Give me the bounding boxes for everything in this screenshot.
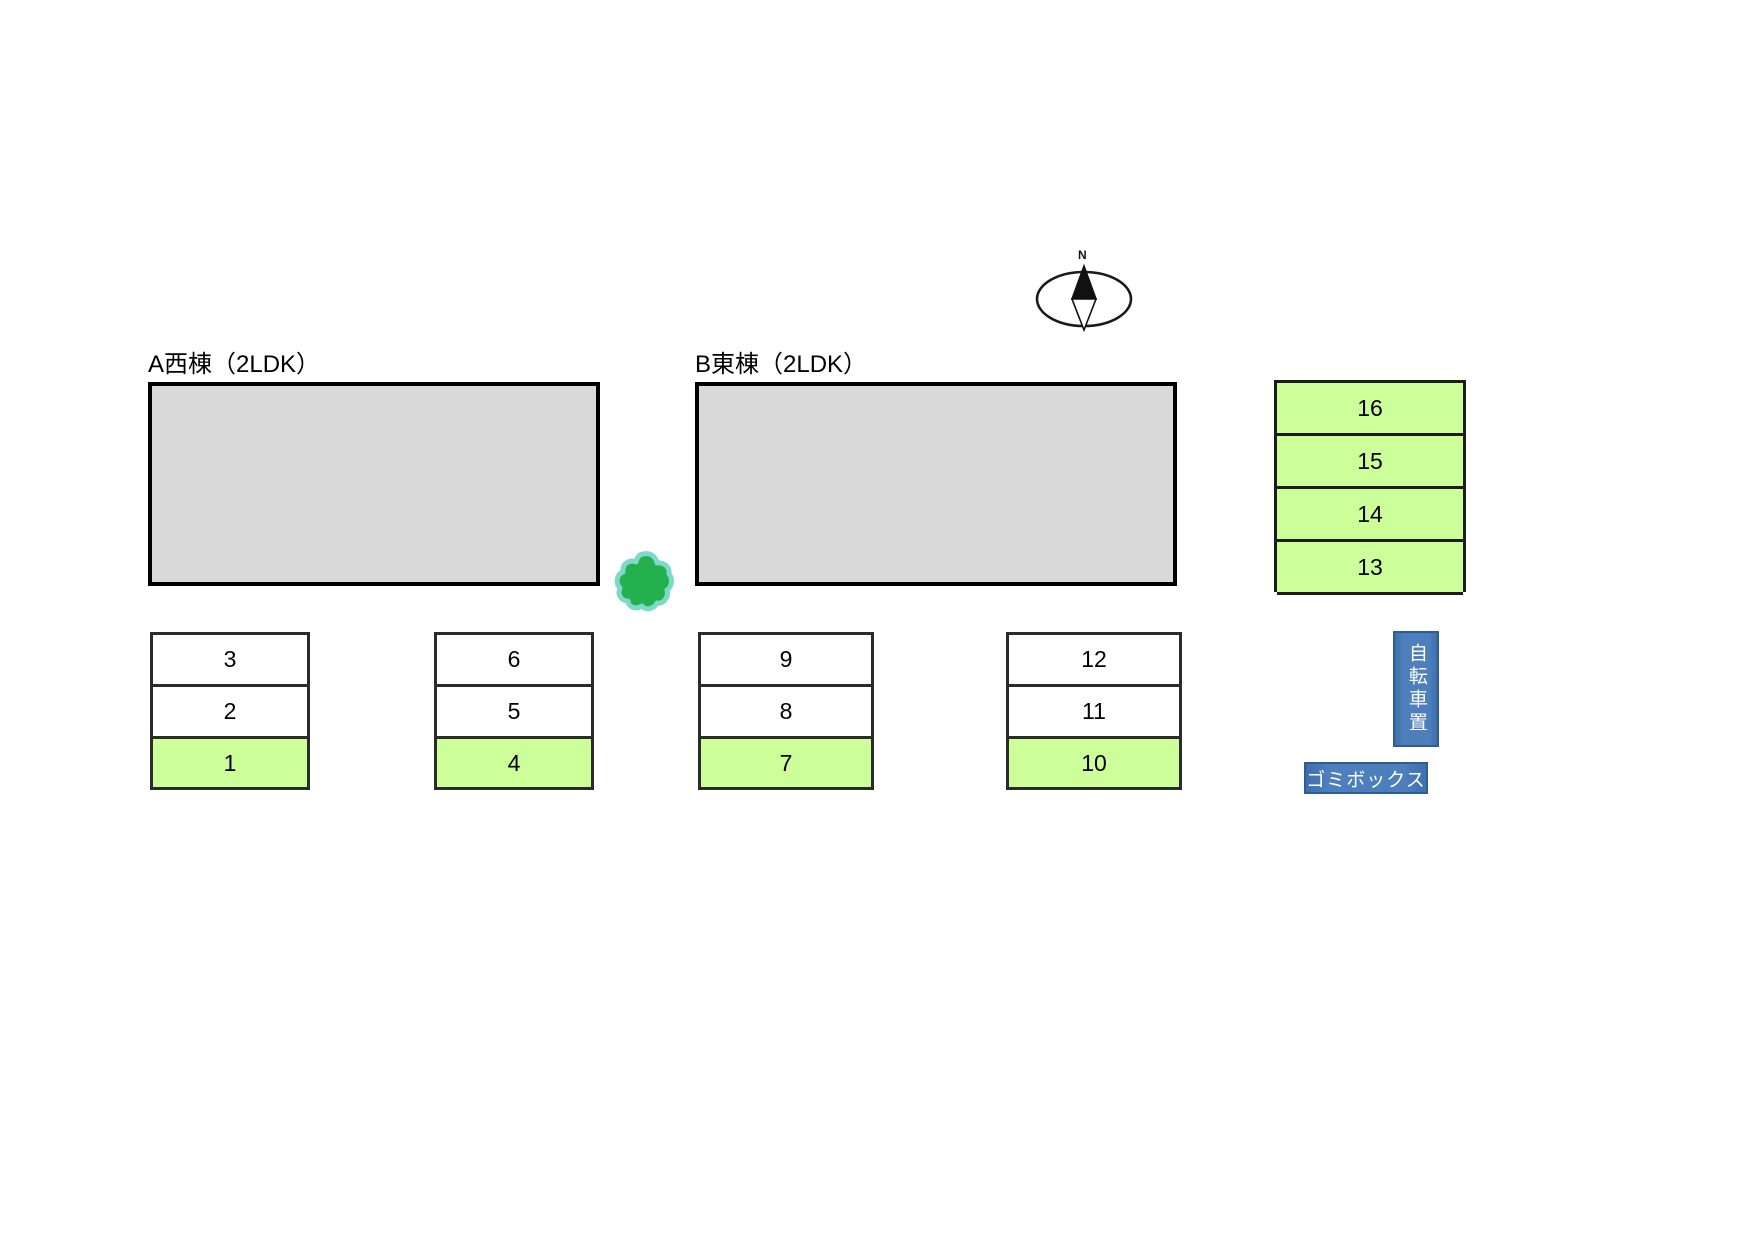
parking-stall-number: 2 <box>223 698 237 724</box>
compass-rose: N <box>1032 248 1136 334</box>
parking-stall-number: 1 <box>223 749 237 776</box>
parking-group-3-1: 3 2 1 <box>150 632 310 790</box>
parking-stall-3[interactable]: 3 <box>153 635 307 687</box>
parking-stall-1[interactable]: 1 <box>153 739 307 787</box>
parking-stall-number: 16 <box>1357 394 1383 421</box>
parking-stall-10[interactable]: 10 <box>1009 739 1179 787</box>
building-a-west <box>148 382 600 586</box>
parking-stall-7[interactable]: 7 <box>701 739 871 787</box>
shrub-shape <box>614 551 674 612</box>
parking-stall-9[interactable]: 9 <box>701 635 871 687</box>
parking-group-12-10: 12 11 10 <box>1006 632 1182 790</box>
parking-stall-number: 13 <box>1357 553 1383 580</box>
parking-stall-number: 12 <box>1081 646 1107 672</box>
parking-stall-number: 9 <box>779 646 793 672</box>
building-a-label: A西棟（2LDK） <box>148 351 321 378</box>
building-b-label: B東棟（2LDK） <box>695 351 868 378</box>
bicycle-parking-box[interactable]: 自転車置 <box>1393 631 1439 747</box>
parking-stall-16[interactable]: 16 <box>1277 383 1463 436</box>
parking-stall-number: 7 <box>779 749 793 776</box>
parking-stall-15[interactable]: 15 <box>1277 436 1463 489</box>
parking-group-9-7: 9 8 7 <box>698 632 874 790</box>
parking-stall-number: 15 <box>1357 447 1383 474</box>
parking-stall-14[interactable]: 14 <box>1277 489 1463 542</box>
parking-stall-5[interactable]: 5 <box>437 687 591 739</box>
parking-stall-4[interactable]: 4 <box>437 739 591 787</box>
compass-north-label: N <box>1078 248 1087 262</box>
parking-stall-11[interactable]: 11 <box>1009 687 1179 739</box>
parking-stall-6[interactable]: 6 <box>437 635 591 687</box>
shrub-icon <box>612 550 674 612</box>
parking-stall-number: 5 <box>507 698 521 724</box>
parking-stall-number: 4 <box>507 749 521 776</box>
parking-stall-13[interactable]: 13 <box>1277 542 1463 595</box>
parking-stall-12[interactable]: 12 <box>1009 635 1179 687</box>
parking-block-16-13: 16 15 14 13 <box>1274 380 1466 595</box>
parking-stall-number: 3 <box>223 646 237 672</box>
parking-stall-8[interactable]: 8 <box>701 687 871 739</box>
parking-stall-2[interactable]: 2 <box>153 687 307 739</box>
parking-stall-number: 10 <box>1081 749 1107 776</box>
parking-stall-number: 11 <box>1082 698 1106 724</box>
parking-stall-number: 14 <box>1357 500 1383 527</box>
parking-group-6-4: 6 5 4 <box>434 632 594 790</box>
parking-stall-number: 6 <box>507 646 521 672</box>
parking-stall-number: 8 <box>779 698 793 724</box>
garbage-box[interactable]: ゴミボックス <box>1304 762 1428 794</box>
compass-icon <box>1035 263 1133 333</box>
building-b-east <box>695 382 1177 586</box>
